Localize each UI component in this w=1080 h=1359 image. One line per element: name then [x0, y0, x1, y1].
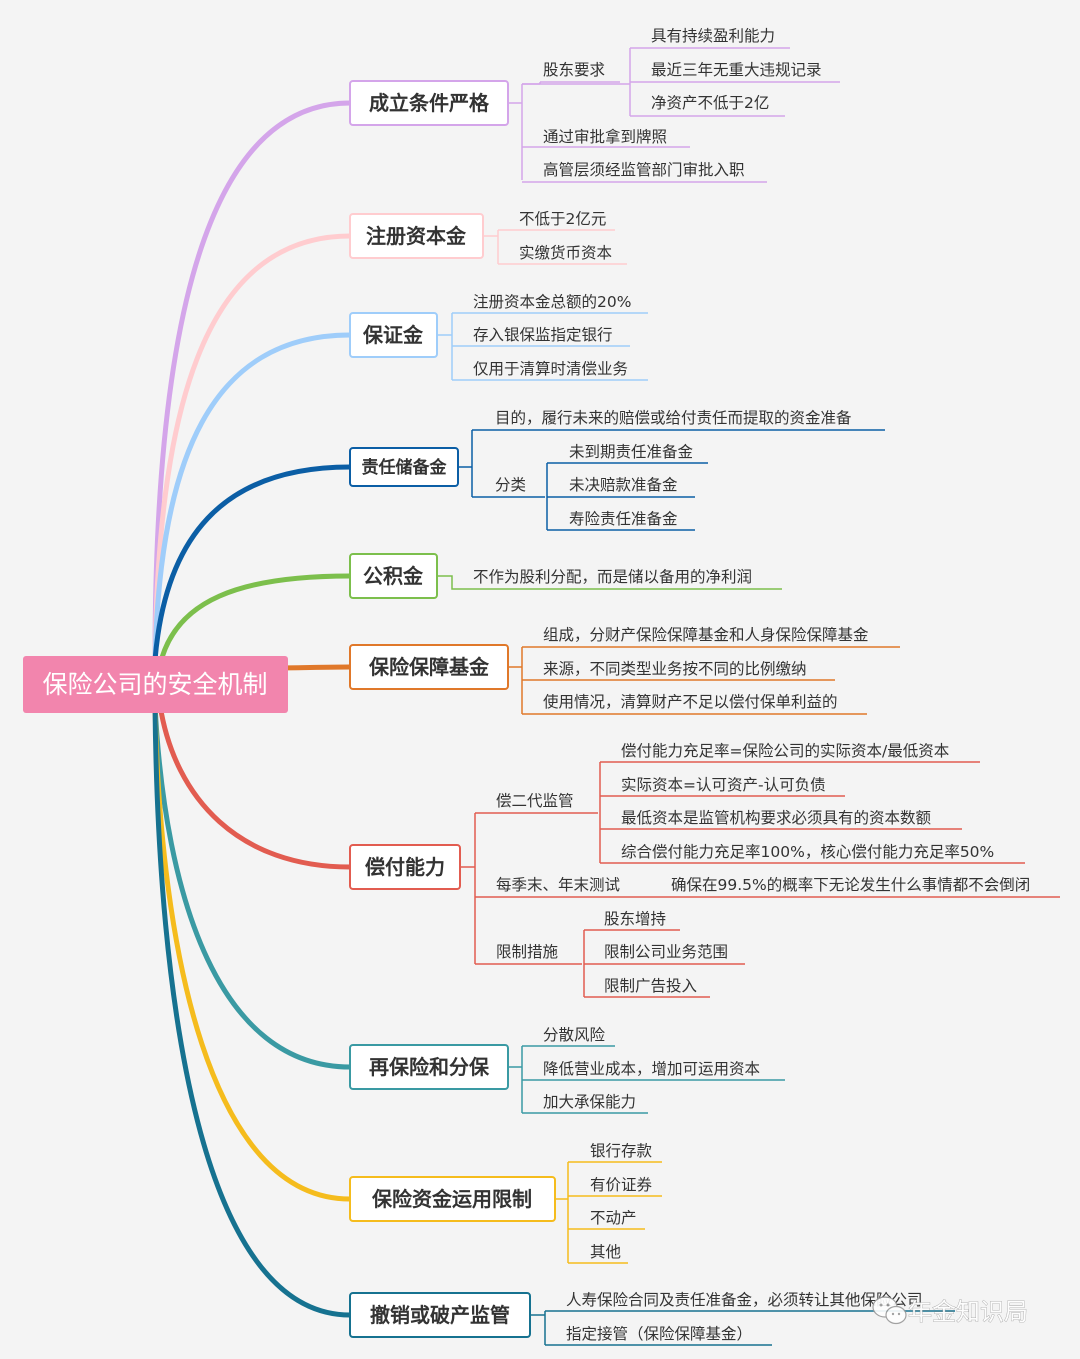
branch-box	[349, 1044, 509, 1090]
branch-node-b9[interactable]: 保险资金运用限制	[349, 1176, 556, 1222]
branch-box	[349, 644, 509, 690]
branch-node-b2[interactable]: 注册资本金	[349, 213, 484, 259]
branch-label: 注册资本金	[366, 224, 467, 248]
branch-box	[349, 213, 484, 259]
leaf-label[interactable]: 不作为股利分配，而是储以备用的净利润	[473, 568, 752, 586]
branch-node-b1[interactable]: 成立条件严格	[349, 80, 509, 126]
watermark-text: 年金知识局	[908, 1298, 1028, 1326]
root-label: 保险公司的安全机制	[42, 670, 267, 699]
leaf-label[interactable]: 降低营业成本，增加可运用资本	[543, 1060, 760, 1078]
branch-label: 保证金	[362, 323, 424, 347]
leaf-label[interactable]: 未决赔款准备金	[569, 476, 678, 494]
leaf-label[interactable]: 分散风险	[543, 1026, 606, 1044]
leaf-label[interactable]: 未到期责任准备金	[569, 443, 694, 461]
leaf-label[interactable]: 指定接管（保险保障基金）	[566, 1325, 752, 1343]
branch-connectors	[483, 229, 627, 265]
leaf-label[interactable]: 最近三年无重大违规记录	[651, 61, 822, 79]
branch-box	[349, 80, 509, 126]
watermark: 年金知识局	[872, 1296, 1028, 1326]
branch-label: 公积金	[363, 564, 424, 588]
leaf-label[interactable]: 最低资本是监管机构要求必须具有的资本数额	[621, 809, 932, 827]
leaf-label[interactable]: 股东增持	[604, 910, 666, 928]
wechat-icon	[872, 1296, 907, 1325]
branch-label: 撤销或破产监管	[370, 1303, 510, 1327]
root-branch-connector	[152, 464, 353, 663]
leaf-label[interactable]: 其他	[590, 1243, 621, 1261]
root-branch-connector	[152, 332, 353, 663]
branch-label: 成立条件严格	[369, 91, 490, 115]
branch-node-b3[interactable]: 保证金	[349, 312, 438, 358]
branch-label: 再保险和分保	[369, 1055, 490, 1079]
branch-connectors	[508, 47, 840, 183]
branch-node-b10[interactable]: 撤销或破产监管	[349, 1292, 531, 1338]
root-node-box	[23, 656, 288, 713]
branch-connectors	[530, 1310, 955, 1346]
branch-node-b5[interactable]: 公积金	[349, 553, 438, 599]
branch-connectors	[458, 429, 885, 531]
sub-topic-label[interactable]: 分类	[495, 476, 526, 494]
branch-node-b8[interactable]: 再保险和分保	[349, 1044, 509, 1090]
leaf-label[interactable]: 来源，不同类型业务按不同的比例缴纳	[543, 660, 807, 678]
branch-label: 保险资金运用限制	[371, 1187, 532, 1211]
leaf-label[interactable]: 通过审批拿到牌照	[543, 127, 667, 146]
leaf-label[interactable]: 有价证券	[590, 1176, 653, 1194]
root-branch-connector	[157, 573, 353, 668]
leaf-label[interactable]: 加大承保能力	[543, 1093, 636, 1111]
root-node[interactable]: 保险公司的安全机制	[23, 656, 288, 713]
leaf-label[interactable]: 存入银保监指定银行	[473, 326, 613, 344]
leaf-label[interactable]: 组成，分财产保险保障基金和人身保险保障基金	[543, 626, 869, 644]
leaf-label[interactable]: 使用情况，清算财产不足以偿付保单利益的	[543, 692, 838, 711]
branch-box	[349, 1292, 531, 1338]
branch-label: 偿付能力	[365, 855, 445, 879]
sub-topic-label[interactable]: 每季末、年末测试	[496, 876, 620, 894]
branch-label: 责任储备金	[362, 457, 448, 478]
branch-node-b7[interactable]: 偿付能力	[349, 844, 461, 890]
root-branch-connector	[152, 702, 353, 1318]
branch-node-b4[interactable]: 责任储备金	[349, 447, 459, 487]
branch-connectors	[508, 646, 900, 715]
leaf-label[interactable]: 人寿保险合同及责任准备金，必须转让其他保险公司	[566, 1291, 923, 1309]
branch-label: 保险保障基金	[368, 655, 490, 679]
branch-box	[349, 1176, 556, 1222]
leaf-label[interactable]: 注册资本金总额的20%	[473, 293, 631, 311]
leaf-label[interactable]: 净资产不低于2亿	[651, 94, 769, 112]
sub-topic-label[interactable]: 股东要求	[543, 61, 605, 79]
branch-connectors	[460, 761, 1060, 998]
branch-box	[349, 312, 438, 358]
branch-connectors	[555, 1161, 662, 1264]
leaf-label[interactable]: 寿险责任准备金	[569, 510, 678, 528]
leaf-label[interactable]: 限制广告投入	[604, 977, 697, 995]
branch-connectors	[508, 1045, 785, 1114]
sub-topic-label[interactable]: 限制措施	[496, 943, 558, 961]
leaf-label[interactable]: 偿付能力充足率=保险公司的实际资本/最低资本	[621, 742, 949, 760]
sub-topic-label[interactable]: 偿二代监管	[496, 792, 574, 810]
root-branch-connector	[152, 100, 353, 663]
leaf-label[interactable]: 不低于2亿元	[519, 210, 606, 228]
branch-node-b6[interactable]: 保险保障基金	[349, 644, 509, 690]
branch-box	[349, 447, 459, 487]
leaf-label[interactable]: 不动产	[590, 1209, 637, 1227]
root-branch-connector	[152, 233, 353, 663]
branch-box	[349, 844, 461, 890]
leaf-label[interactable]: 具有持续盈利能力	[651, 27, 775, 45]
leaf-label[interactable]: 目的，履行未来的赔偿或给付责任而提取的资金准备	[495, 409, 852, 427]
branch-connectors	[437, 312, 648, 381]
leaf-label[interactable]: 仅用于清算时清偿业务	[473, 359, 628, 378]
leaf-label[interactable]: 确保在99.5%的概率下无论发生什么事情都不会倒闭	[671, 876, 1030, 894]
leaf-label[interactable]: 综合偿付能力充足率100%，核心偿付能力充足率50%	[621, 843, 994, 861]
root-branch-connector	[152, 702, 353, 1070]
leaf-label[interactable]: 高管层须经监管部门审批入职	[543, 161, 745, 179]
leaf-label[interactable]: 限制公司业务范围	[604, 943, 728, 961]
branch-connectors	[437, 575, 782, 590]
leaf-label[interactable]: 实缴货币资本	[519, 244, 612, 262]
branch-box	[349, 553, 438, 599]
root-branch-connector	[157, 702, 353, 870]
leaf-label[interactable]: 实际资本=认可资产-认可负债	[621, 776, 826, 794]
leaf-label[interactable]: 银行存款	[590, 1142, 653, 1160]
